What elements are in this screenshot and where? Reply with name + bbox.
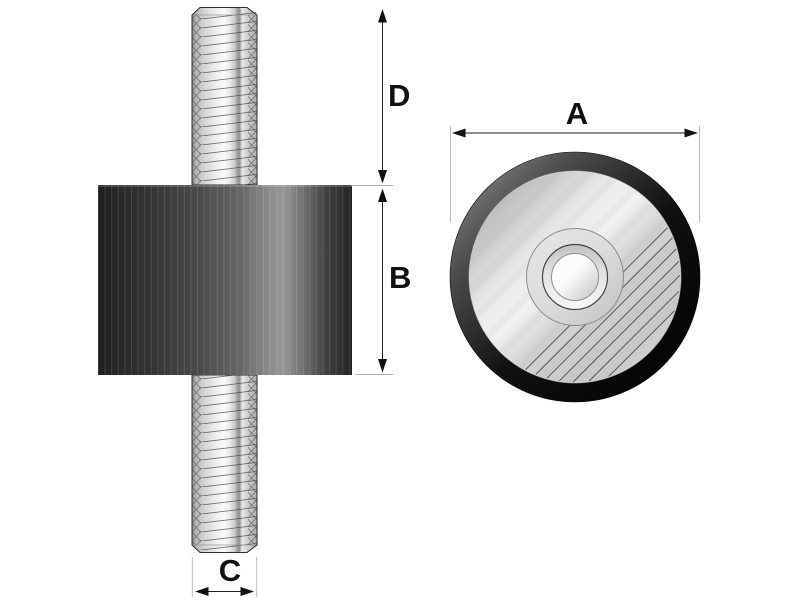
- dimension-a-arrow-left: [452, 128, 466, 138]
- dimension-label-a: A: [566, 96, 588, 131]
- top-stud-thread-edge-left: [192, 14, 201, 185]
- top-stud-thread-edge-right: [248, 14, 257, 185]
- dimension-b-arrow-up: [378, 188, 387, 202]
- dimension-d-arrow-down: [378, 170, 387, 184]
- dimension-d-arrow-up: [378, 9, 387, 23]
- bottom-stud: [191, 374, 258, 553]
- dimension-a: A: [450, 96, 700, 222]
- dimension-c-arrow-left: [195, 587, 209, 596]
- dimension-d: D: [351, 9, 410, 186]
- bottom-stud-thread-edge-right: [248, 375, 257, 545]
- dimension-b-arrow-down: [378, 359, 387, 373]
- center-boss: [526, 228, 624, 326]
- dimension-label-b: B: [389, 260, 411, 295]
- dimension-b: B: [355, 188, 411, 375]
- dimension-label-d: D: [388, 78, 410, 113]
- rubber-body: [98, 185, 352, 375]
- bottom-stud-threads: [192, 375, 257, 551]
- rubber-body-ribs: [98, 185, 352, 375]
- bottom-stud-thread-edge-left: [192, 375, 201, 545]
- top-stud-threads: [192, 10, 257, 185]
- dimension-c-arrow-right: [240, 587, 254, 596]
- top-view: [449, 151, 701, 403]
- side-view: [98, 7, 352, 553]
- dimension-label-c: C: [219, 553, 241, 588]
- dimension-a-arrow-right: [684, 128, 698, 138]
- center-hole: [551, 253, 599, 301]
- top-stud: [191, 7, 258, 186]
- dimension-c: C: [191, 553, 258, 597]
